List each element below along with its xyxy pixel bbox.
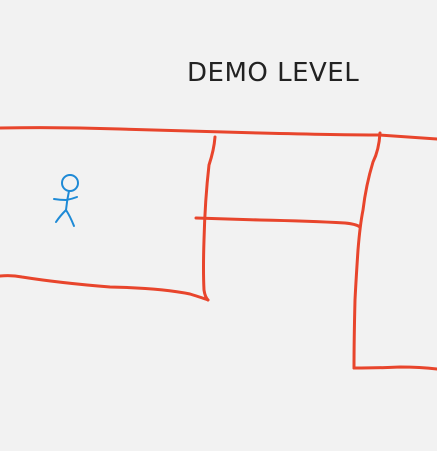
- player-head: [61, 174, 79, 192]
- player-arms: [53, 196, 78, 201]
- wall-right-floor: [352, 365, 437, 371]
- wall-divider-left: [202, 135, 217, 302]
- level-title: DEMO LEVEL: [187, 58, 360, 88]
- wall-divider-right: [352, 131, 382, 370]
- wall-middle-ledge: [194, 216, 362, 229]
- player-legs: [55, 209, 75, 227]
- wall-left-room-floor: [0, 274, 210, 302]
- wall-top: [0, 126, 437, 141]
